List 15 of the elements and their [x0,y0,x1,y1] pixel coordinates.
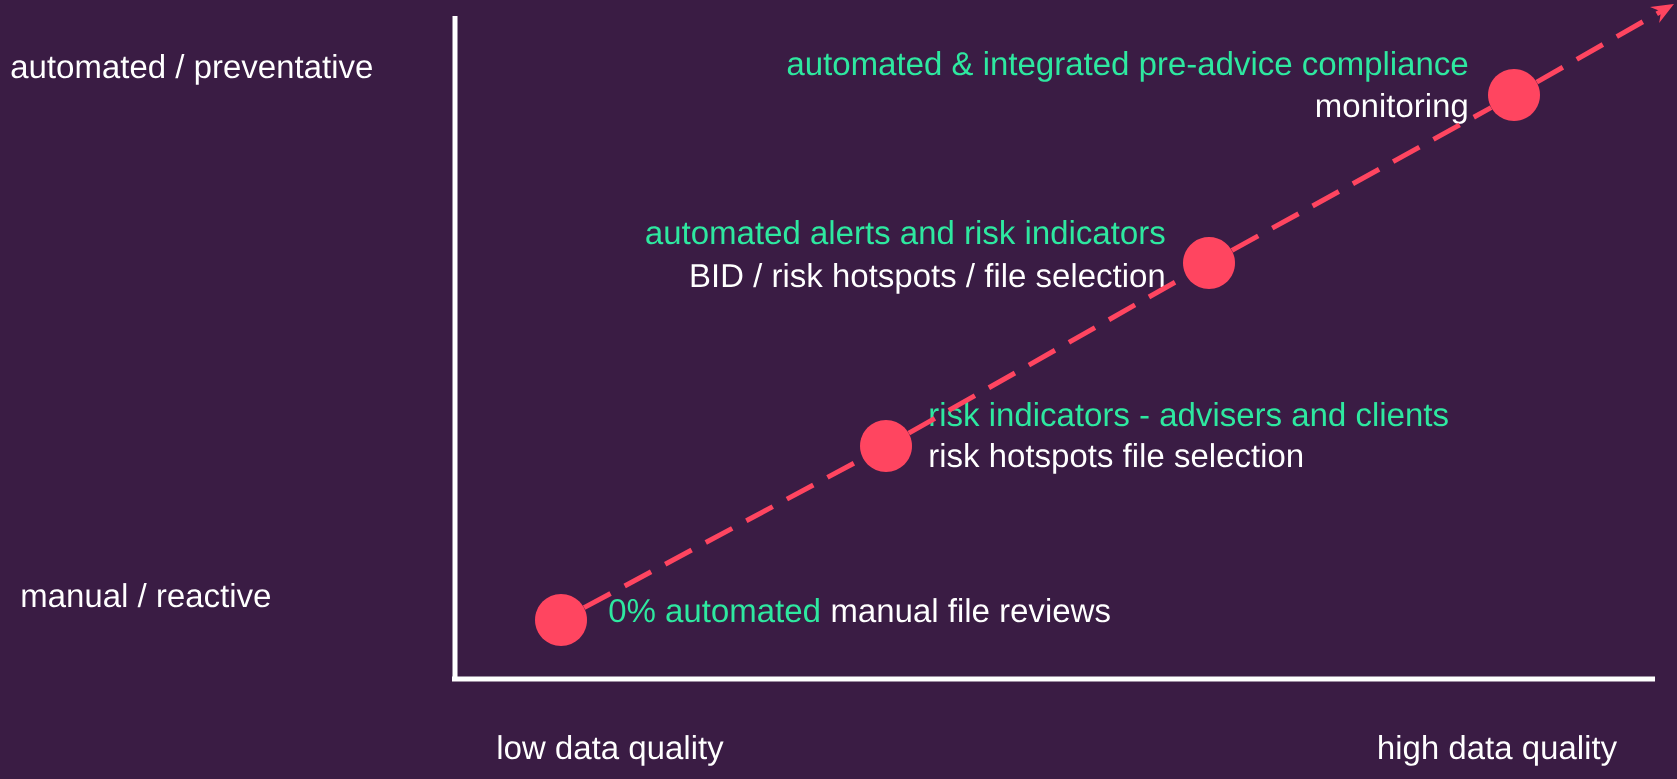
axis-label: automated / preventative [11,54,372,85]
axis-label: high data quality [1379,735,1618,766]
step-label: automated alerts and risk indicators [646,220,1165,245]
step-label: automated & integrated pre-advice compliance [787,51,1468,82]
step-label: 0% automated [609,598,819,623]
dot [1488,69,1540,121]
step-label: risk hotspots file selection [930,443,1302,474]
step-label: BID / risk hotspots / file selection [691,263,1164,294]
step-label: monitoring [1316,93,1467,124]
dot [535,594,587,646]
dot [1183,237,1235,289]
dot [860,420,912,472]
step-label: manual file reviews [832,598,1110,623]
axis-label: manual / reactive [22,583,270,608]
axis-label: low data quality [498,735,724,766]
